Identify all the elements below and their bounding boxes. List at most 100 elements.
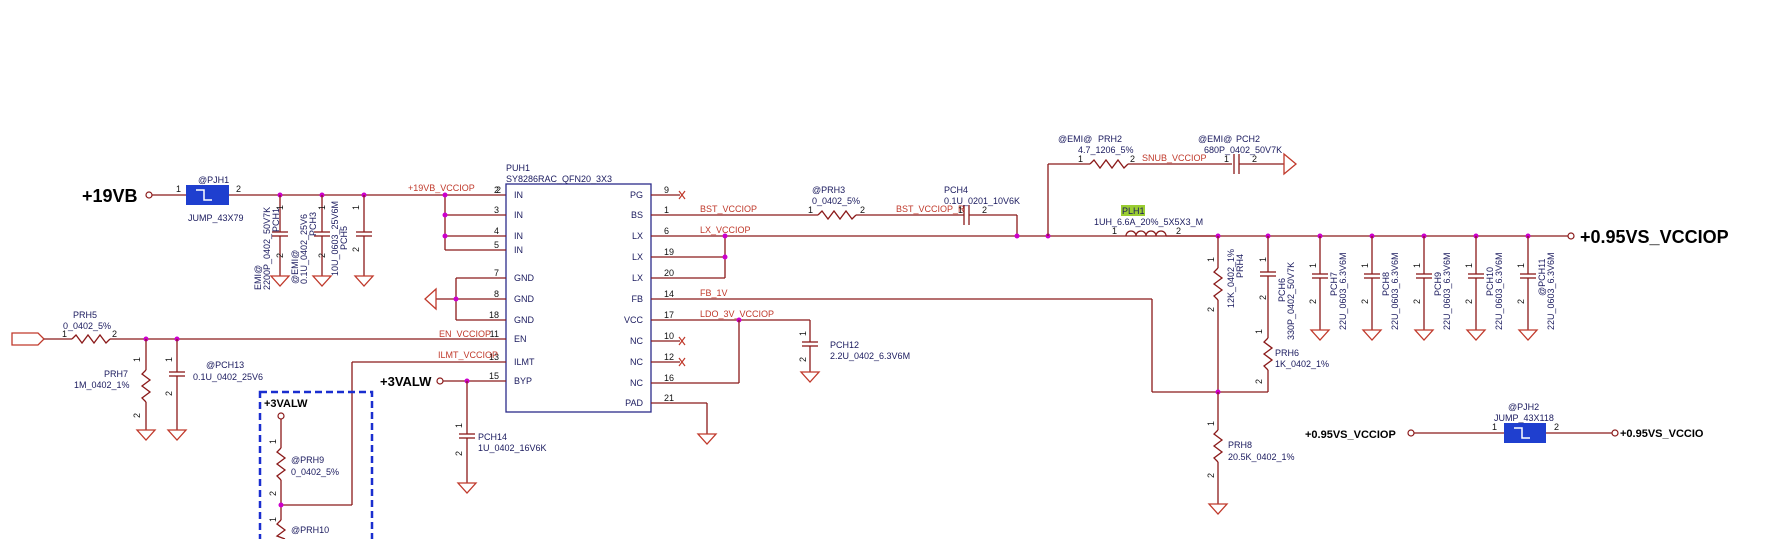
svg-text:1: 1 bbox=[176, 184, 181, 194]
ic-pin-num: 19 bbox=[664, 247, 674, 257]
svg-text:@EMI@: @EMI@ bbox=[1058, 134, 1092, 144]
ic-pin-num: 21 bbox=[664, 393, 674, 403]
svg-text:2: 2 bbox=[268, 491, 278, 496]
svg-text:2200P_0402_50V7K: 2200P_0402_50V7K bbox=[262, 207, 272, 290]
svg-text:PCH5: PCH5 bbox=[339, 226, 349, 250]
svg-text:2: 2 bbox=[1516, 299, 1526, 304]
ic-pin-num: 11 bbox=[490, 329, 499, 339]
inductor-plh1: PLH1 1UH_6.6A_20%_5X5X3_M 1 2 bbox=[1094, 205, 1203, 237]
ic-ref: PUH1 bbox=[506, 163, 530, 173]
svg-text:2: 2 bbox=[317, 253, 327, 258]
svg-text:1: 1 bbox=[1254, 329, 1264, 334]
resistor-prh6: 1 2 PRH6 1K_0402_1% bbox=[1254, 328, 1329, 392]
svg-text:1: 1 bbox=[1360, 263, 1370, 268]
svg-text:0_0402_5%: 0_0402_5% bbox=[63, 321, 111, 331]
jump-in-label: +0.95VS_VCCIOP bbox=[1305, 429, 1396, 441]
jumper-pjh1 bbox=[186, 185, 229, 205]
ic-pin-num: 4 bbox=[494, 226, 499, 236]
ic-pin-num: 16 bbox=[664, 373, 674, 383]
svg-text:PRH2: PRH2 bbox=[1098, 134, 1122, 144]
ic-pin-num: 15 bbox=[489, 371, 499, 381]
svg-text:1: 1 bbox=[1412, 263, 1422, 268]
svg-text:1: 1 bbox=[62, 329, 67, 339]
svg-text:12K_0402_1%: 12K_0402_1% bbox=[1226, 249, 1236, 308]
svg-text:PCH14: PCH14 bbox=[478, 432, 507, 442]
svg-text:JUMP_43X118: JUMP_43X118 bbox=[1494, 413, 1554, 423]
ic-pin-name: FB bbox=[631, 294, 643, 304]
svg-text:PLH1: PLH1 bbox=[1122, 206, 1145, 216]
ic-part: SY8286RAC_QFN20_3X3 bbox=[506, 174, 612, 184]
svg-text:PRH4: PRH4 bbox=[1235, 254, 1245, 278]
svg-text:1: 1 bbox=[268, 517, 278, 522]
svg-text:1: 1 bbox=[1258, 257, 1268, 262]
svg-text:PCH9: PCH9 bbox=[1433, 272, 1443, 296]
ic-pin-name: EN bbox=[514, 334, 527, 344]
svg-text:22U_0603_6.3V6M: 22U_0603_6.3V6M bbox=[1546, 252, 1556, 330]
net-snub: SNUB_VCCIOP bbox=[1142, 153, 1207, 163]
svg-text:0_0402_5%: 0_0402_5% bbox=[812, 196, 860, 206]
svg-text:@PJH2: @PJH2 bbox=[1508, 402, 1539, 412]
svg-text:PCH6: PCH6 bbox=[1277, 278, 1287, 302]
ic-pin-name: IN bbox=[514, 210, 523, 220]
resistor-prh8: 1 2 PRH8 20.5K_0402_1% bbox=[1206, 392, 1295, 515]
val-pjh1: JUMP_43X79 bbox=[188, 213, 244, 223]
ic-pin-num: 5 bbox=[494, 240, 499, 250]
rail-label-vin: +19VB bbox=[82, 186, 138, 206]
svg-text:2: 2 bbox=[1464, 299, 1474, 304]
ref-prh10: @PRH10 bbox=[291, 525, 329, 535]
svg-text:0.1U_0201_10V6K: 0.1U_0201_10V6K bbox=[944, 196, 1020, 206]
rail-label-aux2: +3VALW bbox=[380, 374, 432, 389]
ic-pin-name: LX bbox=[632, 273, 643, 283]
ic-pin-name: PAD bbox=[625, 398, 643, 408]
ic-pin-num: 6 bbox=[664, 226, 669, 236]
rail-port-vin bbox=[145, 191, 153, 199]
svg-text:1: 1 bbox=[1224, 154, 1229, 164]
ic-pin-name: BYP bbox=[514, 376, 532, 386]
resistor-prh3: 1 2 @PRH3 0_0402_5% bbox=[808, 185, 865, 221]
svg-text:0.1U_0402_25V6: 0.1U_0402_25V6 bbox=[193, 372, 263, 382]
net-en: EN_VCCIOP bbox=[439, 329, 491, 339]
ic-pin-num: 7 bbox=[494, 268, 499, 278]
svg-text:1: 1 bbox=[1492, 422, 1497, 432]
ic-pin-name: NC bbox=[630, 357, 643, 367]
svg-text:1: 1 bbox=[958, 205, 963, 215]
svg-text:1: 1 bbox=[1078, 154, 1083, 164]
svg-text:PRH5: PRH5 bbox=[73, 310, 97, 320]
svg-text:1: 1 bbox=[1516, 263, 1526, 268]
svg-text:PCH1: PCH1 bbox=[271, 208, 281, 232]
net-fb: FB_1V bbox=[700, 288, 728, 298]
net-ldo: LDO_3V_VCCIOP bbox=[700, 309, 774, 319]
cap-pch3: 1 2 @EMI@ 0.1U_0402_25V6 PCH3 bbox=[290, 192, 333, 287]
cap-pch13: 1 2 @PCH13 0.1U_0402_25V6 bbox=[164, 339, 263, 441]
svg-text:2: 2 bbox=[132, 413, 142, 418]
svg-text:2.2U_0402_6.3V6M: 2.2U_0402_6.3V6M bbox=[830, 351, 910, 361]
svg-text:@EMI@: @EMI@ bbox=[1198, 134, 1232, 144]
ic-pin-num: 14 bbox=[664, 289, 674, 299]
svg-text:@EMI@: @EMI@ bbox=[290, 250, 300, 284]
svg-text:2: 2 bbox=[1206, 307, 1216, 312]
ic-pin-num: 1 bbox=[664, 205, 669, 215]
svg-text:PCH2: PCH2 bbox=[1236, 134, 1260, 144]
svg-text:PRH7: PRH7 bbox=[104, 369, 128, 379]
net-ilmt: ILMT_VCCIOP bbox=[438, 350, 498, 360]
ic-pin-name: IN bbox=[514, 231, 523, 241]
svg-text:PRH8: PRH8 bbox=[1228, 440, 1252, 450]
ic-pin-num: 10 bbox=[664, 331, 674, 341]
svg-text:2: 2 bbox=[1258, 295, 1268, 300]
ic-pin-num: 12 bbox=[664, 352, 674, 362]
ic-pin-name: GND bbox=[514, 294, 535, 304]
ic-pin-num: 18 bbox=[489, 310, 499, 320]
svg-text:2: 2 bbox=[275, 253, 285, 258]
rail-label-aux1: +3VALW bbox=[264, 398, 308, 410]
ic-pin-num: 13 bbox=[489, 352, 499, 362]
svg-text:330P_0402_50V7K: 330P_0402_50V7K bbox=[1286, 262, 1296, 340]
svg-text:2: 2 bbox=[496, 185, 501, 195]
svg-text:2: 2 bbox=[860, 205, 865, 215]
svg-text:2: 2 bbox=[112, 329, 117, 339]
svg-text:680P_0402_50V7K: 680P_0402_50V7K bbox=[1204, 145, 1282, 155]
svg-text:PCH3: PCH3 bbox=[308, 212, 318, 236]
